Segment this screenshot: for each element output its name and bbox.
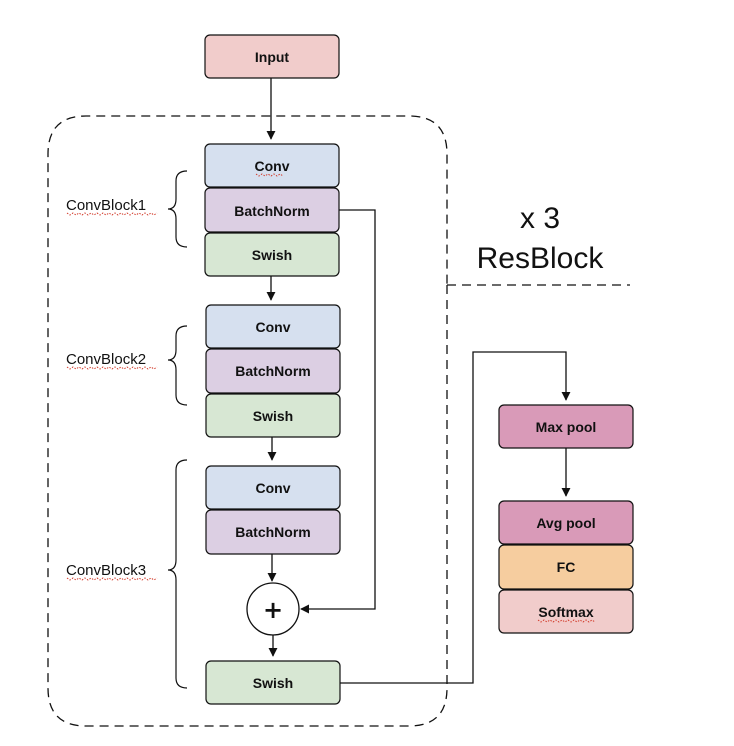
convblock3-batchnorm: BatchNorm [205, 509, 341, 555]
fc-node: FC [498, 544, 634, 590]
spellcheck-squiggle-convblock2 [66, 366, 158, 370]
resblock-repeat-label: x 3 [520, 202, 560, 235]
fc-label: FC [557, 559, 576, 575]
maxpool-node: Max pool [498, 404, 634, 449]
maxpool-label: Max pool [536, 419, 597, 435]
spellcheck-squiggle-conv1 [255, 173, 284, 177]
add-symbol: + [263, 596, 283, 624]
input-node: Input [204, 34, 340, 79]
convblock2-batchnorm-label: BatchNorm [235, 363, 310, 379]
spellcheck-squiggle-convblock1 [66, 212, 158, 216]
softmax-node: Softmax [498, 589, 634, 634]
resblock-title: ResBlock [477, 242, 605, 275]
convblock3-conv: Conv [205, 465, 341, 510]
convblock1-brace [167, 170, 188, 248]
input-label: Input [255, 49, 290, 65]
convblock1-batchnorm: BatchNorm [204, 187, 340, 233]
spellcheck-squiggle-convblock3 [66, 577, 158, 581]
skip-connection-arrow [300, 209, 376, 614]
convblock2-swish-label: Swish [253, 408, 293, 424]
convblock1-swish: Swish [204, 232, 340, 277]
arrow-swish3-to-maxpool [340, 351, 571, 684]
convblock1-swish-label: Swish [252, 247, 292, 263]
convblock3-swish: Swish [205, 660, 341, 705]
spellcheck-squiggle-softmax [537, 619, 596, 623]
convblock2-swish: Swish [205, 393, 341, 438]
convblock2-conv-label: Conv [256, 319, 291, 335]
add-node: + [246, 582, 300, 636]
resblock-dashed-border [47, 115, 448, 727]
convblock2-conv: Conv [205, 304, 341, 349]
avgpool-node: Avg pool [498, 500, 634, 545]
convblock2-batchnorm: BatchNorm [205, 348, 341, 394]
convblock2-label: ConvBlock2 [66, 351, 146, 368]
convblock3-label: ConvBlock3 [66, 562, 146, 579]
convblock1-batchnorm-label: BatchNorm [234, 203, 309, 219]
avgpool-label: Avg pool [536, 515, 595, 531]
softmax-label: Softmax [538, 604, 593, 620]
convblock1-label: ConvBlock1 [66, 197, 146, 214]
convblock1-conv-label: Conv [255, 158, 290, 174]
convblock3-batchnorm-label: BatchNorm [235, 524, 310, 540]
convblock3-swish-label: Swish [253, 675, 293, 691]
convblock1-conv: Conv [204, 143, 340, 188]
convblock3-brace [167, 459, 188, 689]
convblock2-brace [167, 325, 188, 406]
convblock3-conv-label: Conv [256, 480, 291, 496]
